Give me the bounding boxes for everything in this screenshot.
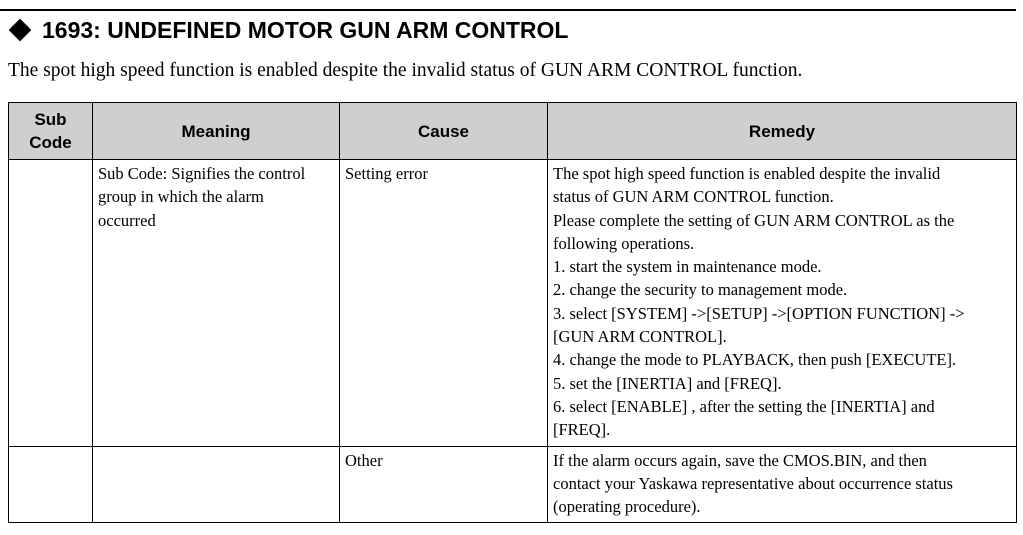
meaning-line: Sub Code: Signifies the control bbox=[98, 164, 306, 183]
remedy-line: 2. change the security to management mod… bbox=[553, 280, 848, 300]
remedy-line: (operating procedure). bbox=[553, 497, 701, 517]
alarm-description: The spot high speed function is enabled … bbox=[8, 60, 803, 81]
header-cause: Cause bbox=[339, 102, 548, 160]
remedy-line: contact your Yaskawa representative abou… bbox=[553, 473, 953, 493]
diamond-icon bbox=[8, 18, 32, 42]
header-sub-code: Sub Code bbox=[8, 102, 93, 160]
header-sub-code-line1: Sub bbox=[34, 110, 67, 129]
remedy-line: Please complete the setting of GUN ARM C… bbox=[553, 210, 955, 230]
remedy-line: 3. select [SYSTEM] ->[SETUP] ->[OPTION F… bbox=[553, 303, 965, 323]
remedy-line: The spot high speed function is enabled … bbox=[553, 164, 941, 183]
alarm-heading: 1693: UNDEFINED MOTOR GUN ARM CONTROL bbox=[8, 15, 568, 45]
remedy-line: 4. change the mode to PLAYBACK, then pus… bbox=[553, 350, 957, 370]
sub-code-cell bbox=[8, 445, 93, 524]
remedy-line: 5. set the [INERTIA] and [FREQ]. bbox=[553, 373, 782, 393]
header-sub-code-line2: Code bbox=[29, 133, 72, 152]
table-header-row: Sub Code Meaning Cause Remedy bbox=[8, 102, 1017, 160]
table-row: Other If the alarm occurs again, save th… bbox=[8, 445, 1017, 524]
remedy-line: 6. select [ENABLE] , after the setting t… bbox=[553, 396, 935, 416]
remedy-cell: If the alarm occurs again, save the CMOS… bbox=[547, 445, 1017, 524]
remedy-line: If the alarm occurs again, save the CMOS… bbox=[553, 450, 927, 470]
remedy-line: [FREQ]. bbox=[553, 420, 611, 440]
remedy-line: 1. start the system in maintenance mode. bbox=[553, 257, 822, 277]
header-remedy: Remedy bbox=[547, 102, 1017, 160]
remedy-line: following operations. bbox=[553, 233, 695, 253]
remedy-line: [GUN ARM CONTROL]. bbox=[553, 327, 727, 347]
cause-cell: Other bbox=[339, 445, 548, 524]
sub-code-cell bbox=[8, 159, 93, 447]
remedy-cell: The spot high speed function is enabled … bbox=[547, 159, 1017, 447]
remedy-line: status of GUN ARM CONTROL function. bbox=[553, 187, 834, 207]
meaning-line: occurred bbox=[98, 210, 156, 230]
meaning-line: group in which the alarm bbox=[98, 187, 264, 207]
table-row: Sub Code: Signifies the control group in… bbox=[8, 159, 1017, 447]
meaning-cell bbox=[92, 445, 340, 524]
header-meaning: Meaning bbox=[92, 102, 340, 160]
top-rule bbox=[0, 9, 1016, 11]
alarm-title: 1693: UNDEFINED MOTOR GUN ARM CONTROL bbox=[42, 16, 569, 43]
alarm-table: Sub Code Meaning Cause Remedy Sub Code: … bbox=[8, 102, 1017, 524]
meaning-cell: Sub Code: Signifies the control group in… bbox=[92, 159, 340, 447]
cause-cell: Setting error bbox=[339, 159, 548, 447]
